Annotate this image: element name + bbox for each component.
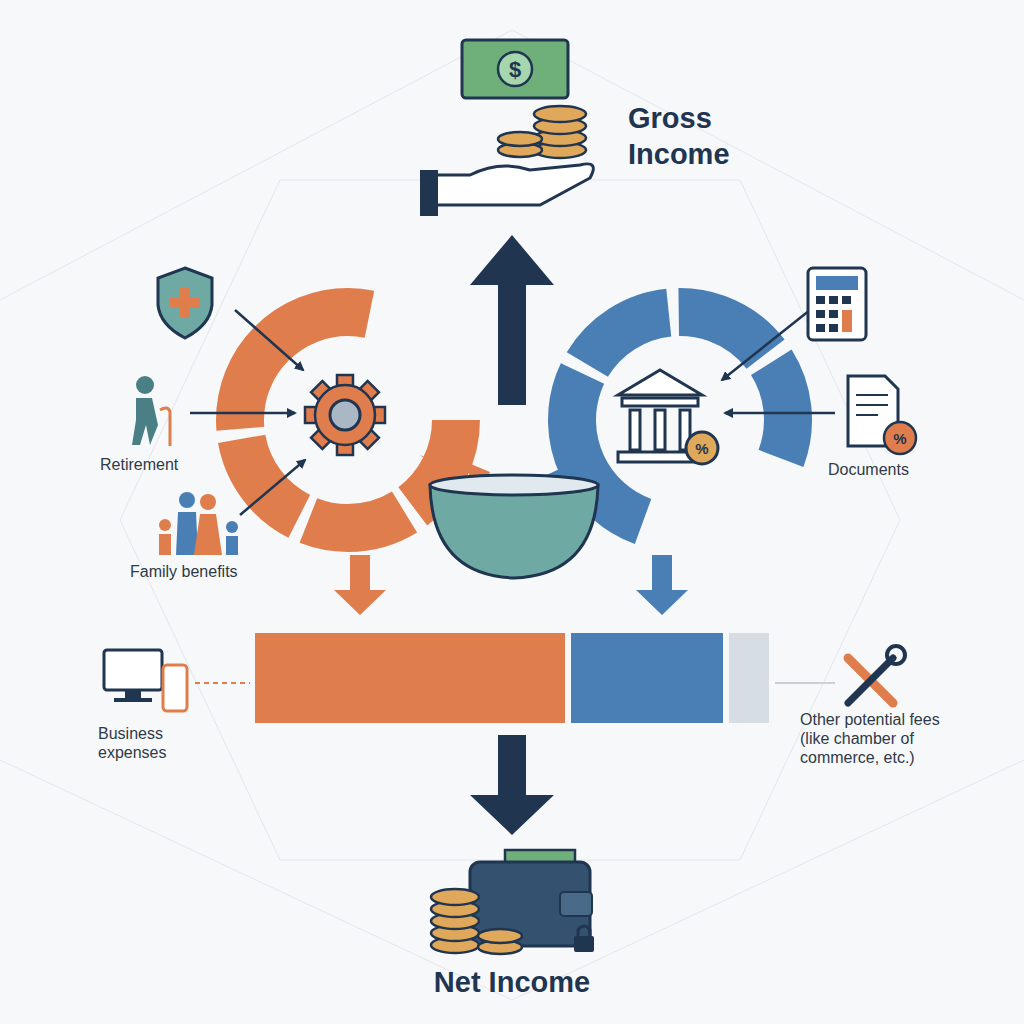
document-icon: %	[848, 376, 916, 454]
gear-icon	[305, 375, 385, 455]
icon-label: Family benefits	[130, 562, 270, 581]
net-income-icon	[431, 850, 594, 954]
gross-income-icon: $	[420, 40, 593, 216]
icon-label: Retirement	[100, 455, 210, 474]
tools-icon	[775, 646, 905, 703]
devices-icon	[104, 650, 250, 711]
net-income-title: Net Income	[362, 964, 662, 1000]
icon-label: Documents	[828, 460, 938, 479]
retirement-icon	[132, 376, 170, 446]
orange-down-arrow	[334, 555, 386, 615]
family-icon	[159, 492, 238, 555]
background-lines	[0, 30, 1024, 1000]
svg-text:$: $	[509, 57, 521, 82]
up-arrow	[470, 235, 554, 405]
bank-icon: %	[618, 370, 718, 464]
blue-down-arrow	[636, 555, 688, 615]
svg-text:%: %	[695, 440, 708, 457]
calculator-icon	[808, 268, 866, 340]
gross-income-title: Gross Income	[628, 100, 748, 173]
bowl	[430, 475, 598, 578]
input-arrows	[190, 310, 835, 515]
split-bar	[255, 633, 769, 723]
down-arrow	[470, 735, 554, 835]
svg-text:%: %	[893, 430, 906, 447]
icon-label: Business expenses	[98, 724, 198, 762]
icon-label: Other potential fees (like chamber of co…	[800, 710, 968, 768]
shield-icon	[158, 268, 212, 338]
